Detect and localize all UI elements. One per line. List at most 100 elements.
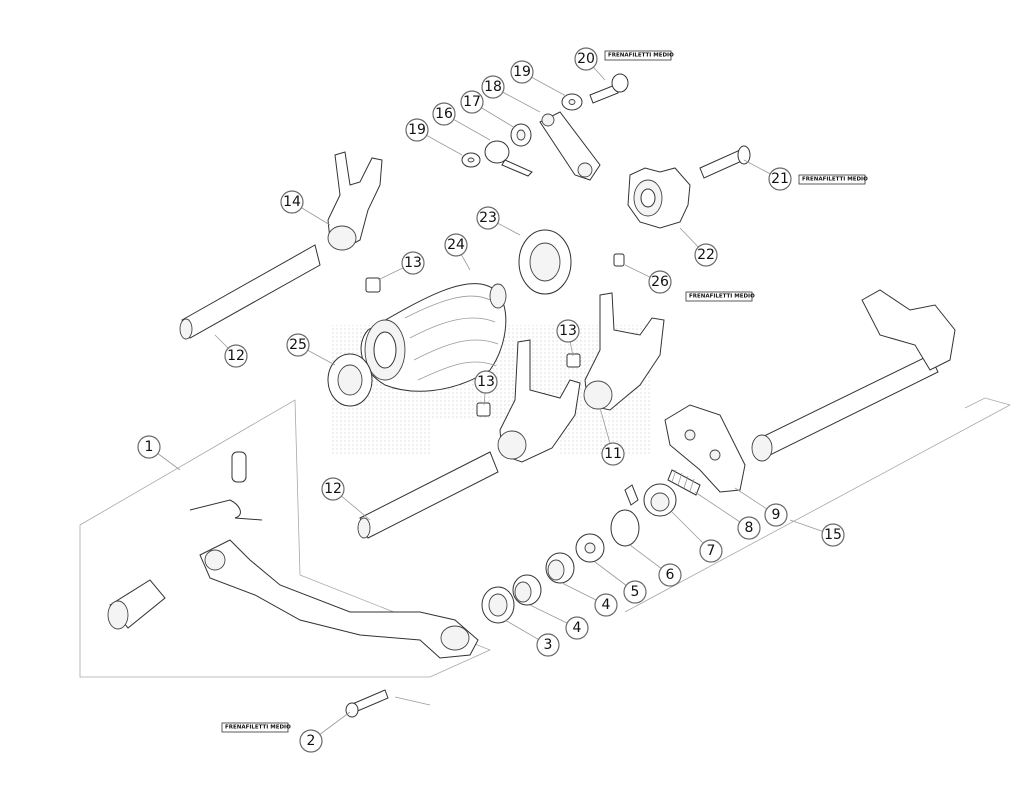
roller-pin-13-mid [566,353,581,368]
shift-fork-14 [327,151,383,251]
callout-14: 14 [280,190,304,214]
callout-9: 9 [764,503,788,527]
svg-text:2: 2 [307,733,316,749]
callout-12-bottom: 12 [321,477,345,501]
fork-rod-12-top [179,244,321,340]
bolt-20 [589,73,629,104]
svg-text:9: 9 [772,507,781,523]
group-outline-15 [624,397,1012,613]
spring-6 [610,484,640,547]
bolt-21 [699,145,751,179]
bushing-4-right [545,552,575,584]
svg-text:13: 13 [559,323,577,339]
roller-pin-13-low [476,402,491,417]
note-label-2: FRENAFILETTI MEDIO [798,174,868,185]
callout-15: 15 [821,523,845,547]
callout-4-lower: 4 [565,616,589,640]
callout-24: 24 [444,233,468,257]
screw-26 [613,253,625,267]
svg-text:19: 19 [513,64,531,80]
note-label-text-2: FRENAFILETTI MEDIO [802,177,868,183]
note-label-text-4: FRENAFILETTI MEDIO [225,725,291,731]
washer-19-left-hole [467,157,475,163]
svg-text:17: 17 [463,94,481,110]
bushing-4-left [512,574,542,606]
callout-20: 20 [574,47,598,71]
svg-text:8: 8 [745,520,754,536]
svg-text:25: 25 [289,337,307,353]
shift-fork-11-left [497,339,581,463]
callout-6: 6 [658,563,682,587]
callout-7: 7 [699,539,723,563]
svg-text:18: 18 [484,79,502,95]
svg-text:22: 22 [697,247,715,263]
callout-26: 26 [648,270,672,294]
selector-lever [539,111,601,181]
svg-text:1: 1 [145,439,154,455]
oil-seal [518,229,572,295]
washer-5-hole [584,542,596,554]
callout-3: 3 [536,633,560,657]
svg-text:4: 4 [602,597,611,613]
svg-text:13: 13 [477,374,495,390]
shift-shaft [751,289,956,462]
svg-text:4: 4 [573,620,582,636]
svg-text:6: 6 [666,567,675,583]
callout-13-low: 13 [474,370,498,394]
svg-text:3: 3 [544,637,553,653]
callout-13-mid: 13 [556,319,580,343]
svg-text:7: 7 [707,543,716,559]
callout-22: 22 [694,243,718,267]
callout-23: 23 [476,206,500,230]
callout-11: 11 [601,442,625,466]
callout-19-left: 19 [405,118,429,142]
spring-8 [667,469,701,496]
seal-3 [481,586,515,624]
lever-tip [107,579,166,630]
callout-8: 8 [737,516,761,540]
callout-1: 1 [137,435,161,459]
svg-text:14: 14 [283,194,301,210]
callout-18: 18 [481,75,505,99]
svg-text:13: 13 [404,255,422,271]
note-label-text-3: FRENAFILETTI MEDIO [689,294,755,300]
bearing [327,353,373,407]
callout-4-upper: 4 [594,593,618,617]
callout-19-top: 19 [510,60,534,84]
svg-text:23: 23 [479,210,497,226]
callout-16: 16 [432,102,456,126]
svg-text:12: 12 [324,481,342,497]
callout-13-top: 13 [401,251,425,275]
callout-2: 2 [299,729,323,753]
note-label-4: FRENAFILETTI MEDIO [221,722,291,733]
lever-pin [231,451,247,483]
svg-text:19: 19 [408,122,426,138]
collar-7 [643,483,677,517]
svg-text:11: 11 [604,446,622,462]
drum-star [627,167,691,229]
svg-text:16: 16 [435,106,453,122]
group-outline-1 [79,399,492,678]
note-label-1: FRENAFILETTI MEDIO [604,50,674,61]
note-label-text-1: FRENAFILETTI MEDIO [608,53,674,59]
bushing-17-hole [516,129,526,141]
callout-5: 5 [623,580,647,604]
lever-spring [189,499,263,521]
svg-text:20: 20 [577,51,595,67]
callout-25: 25 [286,333,310,357]
callout-12-top: 12 [224,344,248,368]
spring-16 [484,140,533,177]
washer-19-top-hole [568,99,576,105]
svg-text:5: 5 [631,584,640,600]
fork-rod-12-bottom [357,451,499,539]
gear-lever [199,539,479,659]
callout-17: 17 [460,90,484,114]
svg-text:26: 26 [651,274,669,290]
svg-text:21: 21 [771,171,789,187]
svg-text:24: 24 [447,237,465,253]
shift-plate [664,404,746,493]
bolt-2 [345,689,389,718]
shift-drum [360,283,507,392]
roller-pin-13-top [365,277,381,293]
svg-text:15: 15 [824,527,842,543]
